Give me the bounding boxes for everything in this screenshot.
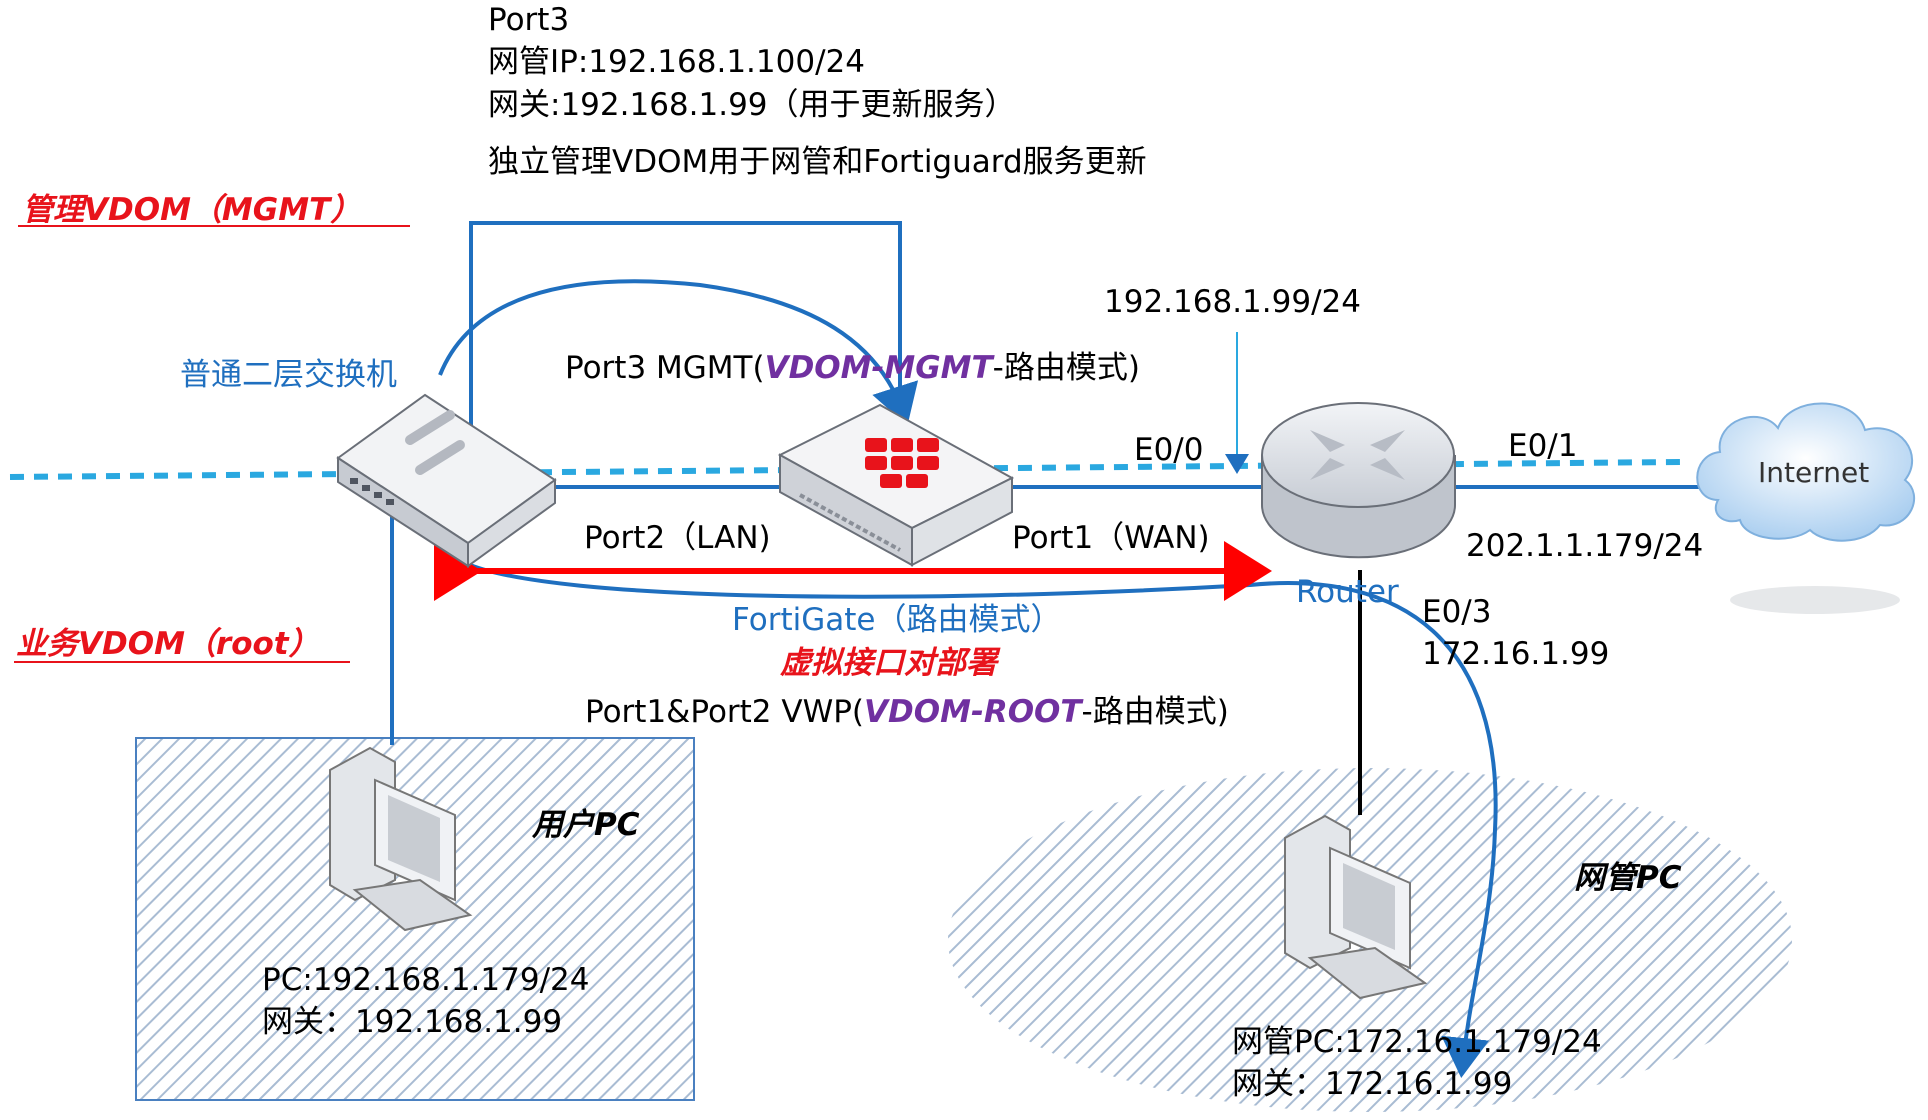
port1-label: Port1（WAN)	[1012, 520, 1210, 556]
router-icon	[1261, 402, 1456, 559]
switch-label: 普通二层交换机	[180, 357, 397, 393]
port3-note: Port3	[488, 2, 569, 38]
gateway-note: 网关:192.168.1.99（用于更新服务）	[488, 87, 1016, 123]
fortinet-logo-icon	[865, 438, 939, 488]
user-pc-gateway: 网关：192.168.1.99	[262, 1004, 562, 1040]
vdom-desc-note: 独立管理VDOM用于网管和Fortiguard服务更新	[488, 144, 1147, 180]
e01-label: E0/1	[1508, 428, 1577, 464]
mgmt-vdom-title: 管理VDOM（MGMT）	[22, 192, 361, 228]
user-pc-ip: PC:192.168.1.179/24	[262, 962, 589, 998]
fortigate-label: FortiGate（路由模式）	[732, 602, 1061, 638]
port2-label: Port2（LAN)	[584, 520, 771, 556]
user-pc-icon	[329, 746, 473, 932]
e03-ip-label: 172.16.1.99	[1422, 636, 1609, 672]
port3-mgmt-label: Port3 MGMT(VDOM-MGMT-路由模式)	[565, 350, 1140, 386]
internet-cloud-icon	[1696, 402, 1916, 614]
mgmt-pc-title: 网管PC	[1574, 860, 1682, 896]
internet-label: Internet	[1758, 456, 1869, 489]
mgmt-ip-note: 网管IP:192.168.1.100/24	[488, 44, 865, 80]
fortigate-icon	[777, 403, 1015, 567]
mgmt-pc-ip: 网管PC:172.16.1.179/24	[1232, 1024, 1602, 1060]
root-vdom-title: 业务VDOM（root）	[16, 626, 320, 662]
router-label: Router	[1296, 574, 1399, 610]
mgmt-flow-arrow	[438, 279, 919, 426]
user-pc-title: 用户PC	[531, 807, 640, 843]
mgmt-pc-icon	[1284, 814, 1428, 1000]
port3-link	[469, 221, 902, 462]
switch-icon	[336, 393, 557, 568]
router-ip-label: 192.168.1.99/24	[1104, 284, 1361, 320]
e00-label: E0/0	[1134, 432, 1203, 468]
wan-ip-label: 202.1.1.179/24	[1466, 528, 1703, 564]
deploy-label: 虚拟接口对部署	[780, 645, 1001, 681]
e03-label: E0/3	[1422, 594, 1491, 630]
mgmt-pc-gateway: 网关：172.16.1.99	[1232, 1066, 1512, 1102]
vwp-label: Port1&Port2 VWP(VDOM-ROOT-路由模式)	[585, 694, 1229, 730]
